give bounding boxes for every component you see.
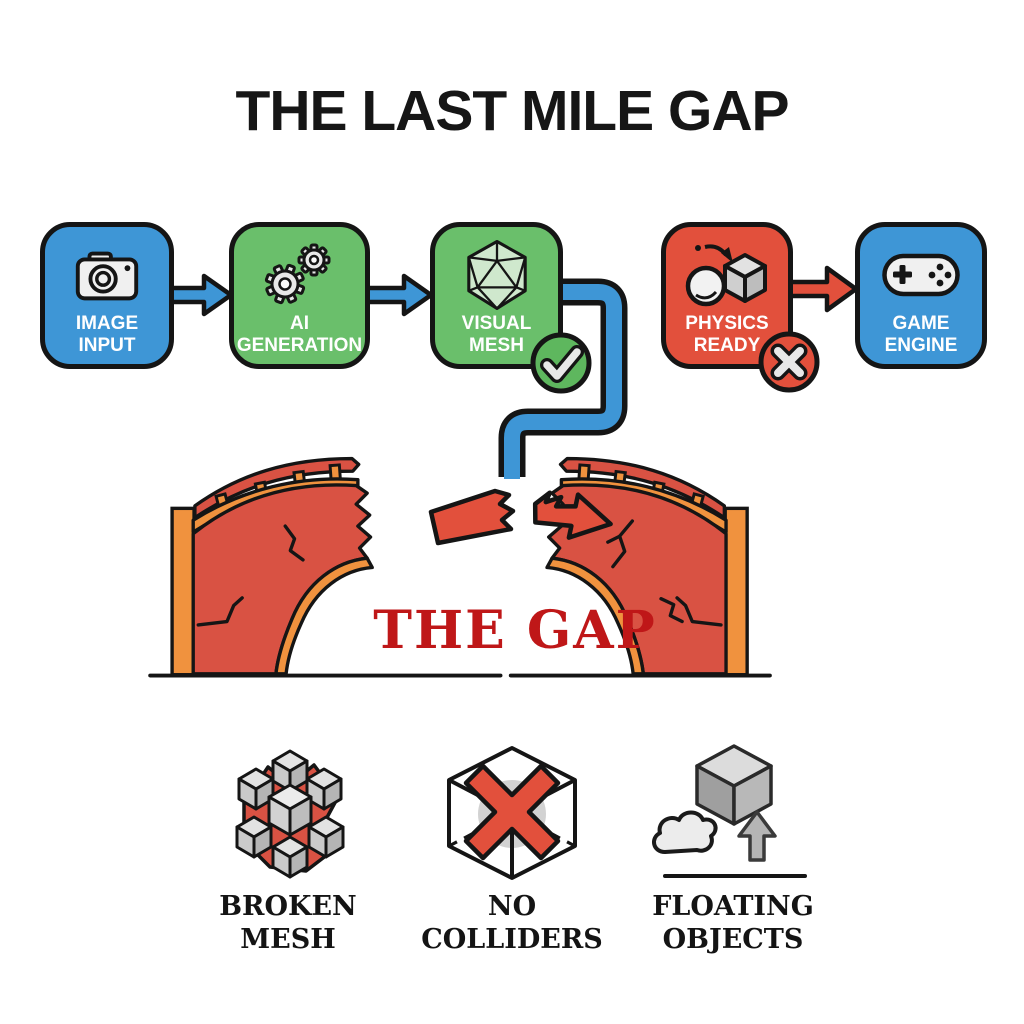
pipeline-step-visual-mesh: VISUAL MESH <box>430 222 563 369</box>
gamepad-icon <box>876 239 966 311</box>
page-title: THE LAST MILE GAP <box>235 79 790 143</box>
broken-arrow <box>428 488 613 546</box>
pipeline-step-game-engine: GAME ENGINE <box>855 222 987 369</box>
gears-icon <box>258 239 342 311</box>
bridge-right-cracks <box>606 519 723 627</box>
floating-cube <box>695 744 773 826</box>
bridge-left-handrail <box>193 456 361 520</box>
step-label: AI GENERATION <box>236 313 363 357</box>
physics-icon <box>681 239 773 311</box>
pipeline-step-ai-generation: AI GENERATION <box>229 222 370 369</box>
camera-icon <box>70 239 144 311</box>
bridge-right-pillar <box>723 506 749 677</box>
failure-label-floating-objects: FLOATING OBJECTS <box>652 891 814 955</box>
broken-bridge <box>148 456 772 678</box>
no-colliders-icon <box>447 746 577 880</box>
step-label: IMAGE INPUT <box>75 313 139 357</box>
broken-mesh-icon <box>235 749 345 879</box>
failure-label-no-colliders: NO COLLIDERS <box>421 891 603 955</box>
floating-objects-icon <box>652 744 807 878</box>
step-label: GAME ENGINE <box>884 313 958 357</box>
failure-label-broken-mesh: BROKEN MESH <box>219 891 357 955</box>
flow-arrow-red <box>785 265 859 313</box>
bridge-right <box>545 456 749 677</box>
cross-badge <box>758 331 820 393</box>
gap-label: THE GAP <box>373 600 657 661</box>
check-badge <box>530 332 592 394</box>
pipeline-step-image-input: IMAGE INPUT <box>40 222 174 369</box>
pipeline-step-physics-ready: PHYSICS READY <box>661 222 793 369</box>
up-arrow-icon <box>737 810 777 862</box>
step-label: PHYSICS READY <box>685 313 769 357</box>
cloud-icon <box>652 810 718 854</box>
bridge-left-cracks <box>196 524 305 627</box>
bridge-left <box>170 456 374 677</box>
icosahedron-icon <box>461 239 533 311</box>
pipe-connector <box>498 278 628 479</box>
bridge-right-handrail <box>558 456 727 520</box>
flow-arrow-blue-1 <box>166 273 234 317</box>
red-x-icon <box>463 763 561 861</box>
flow-arrow-blue-2 <box>362 273 434 317</box>
step-label: VISUAL MESH <box>461 313 532 357</box>
bridge-left-pillar <box>170 506 196 677</box>
